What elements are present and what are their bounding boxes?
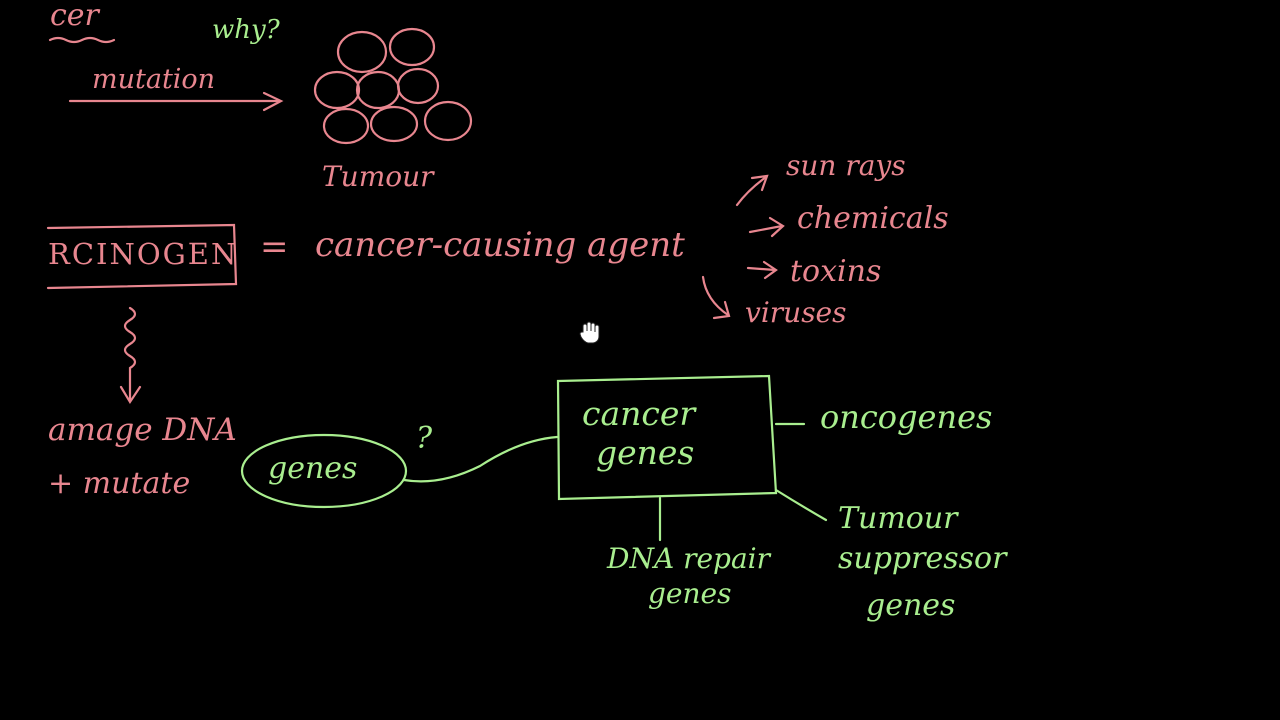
arrow-toxins: [746, 266, 777, 272]
arrowhead-sun-rays: [750, 174, 769, 192]
arrowhead-toxins: [762, 260, 778, 280]
genes-connector: [402, 435, 559, 483]
tumour-suppressor-connector: [774, 488, 828, 522]
cause-viruses: viruses: [745, 296, 847, 329]
cancer-underline: [48, 36, 116, 44]
cause-toxins: toxins: [790, 254, 881, 289]
cancer-genes-box: [556, 374, 778, 501]
dna-repair-line2: genes: [648, 577, 731, 610]
carcinogen-label: RCINOGEN: [48, 237, 238, 271]
arrowhead-chemicals: [768, 216, 785, 238]
genes-oval-label: genes: [268, 451, 357, 486]
definition-label: cancer-causing agent: [315, 225, 685, 265]
equals-sign: =: [260, 227, 289, 267]
tumour-suppressor-line2: suppressor: [838, 541, 1008, 576]
damage-dna-label: amage DNA: [48, 412, 237, 448]
question-mark: ?: [416, 421, 433, 456]
tumour-suppressor-line3: genes: [866, 588, 955, 623]
mutate-label: + mutate: [48, 466, 190, 501]
cancer-genes-line2: genes: [596, 433, 694, 472]
mutation-label: mutation: [92, 64, 215, 95]
arrowhead-viruses: [712, 300, 731, 320]
mutation-arrowhead: [262, 91, 284, 112]
oncogenes-label: oncogenes: [820, 398, 992, 436]
hand-cursor-icon[interactable]: [579, 321, 600, 344]
dna-repair-line1: DNA repair: [606, 542, 772, 575]
cause-sun-rays: sun rays: [786, 149, 906, 182]
why-label: why?: [212, 15, 281, 45]
arrow-chemicals: [748, 224, 784, 234]
arrow-viruses: [701, 275, 730, 317]
carcinogen-box: [46, 223, 238, 290]
squiggle-arrowhead: [119, 385, 142, 405]
cancer-partial-label: cer: [50, 0, 101, 33]
tumour-suppressor-line1: Tumour: [838, 501, 959, 536]
tumour-label: Tumour: [322, 160, 435, 193]
arrow-sun-rays: [735, 175, 768, 207]
genes-oval: [240, 433, 408, 509]
cancer-genes-line1: cancer: [582, 394, 697, 433]
cause-chemicals: chemicals: [797, 201, 949, 236]
squiggle-arrow: [123, 306, 137, 402]
tumour-cells: [313, 27, 473, 145]
